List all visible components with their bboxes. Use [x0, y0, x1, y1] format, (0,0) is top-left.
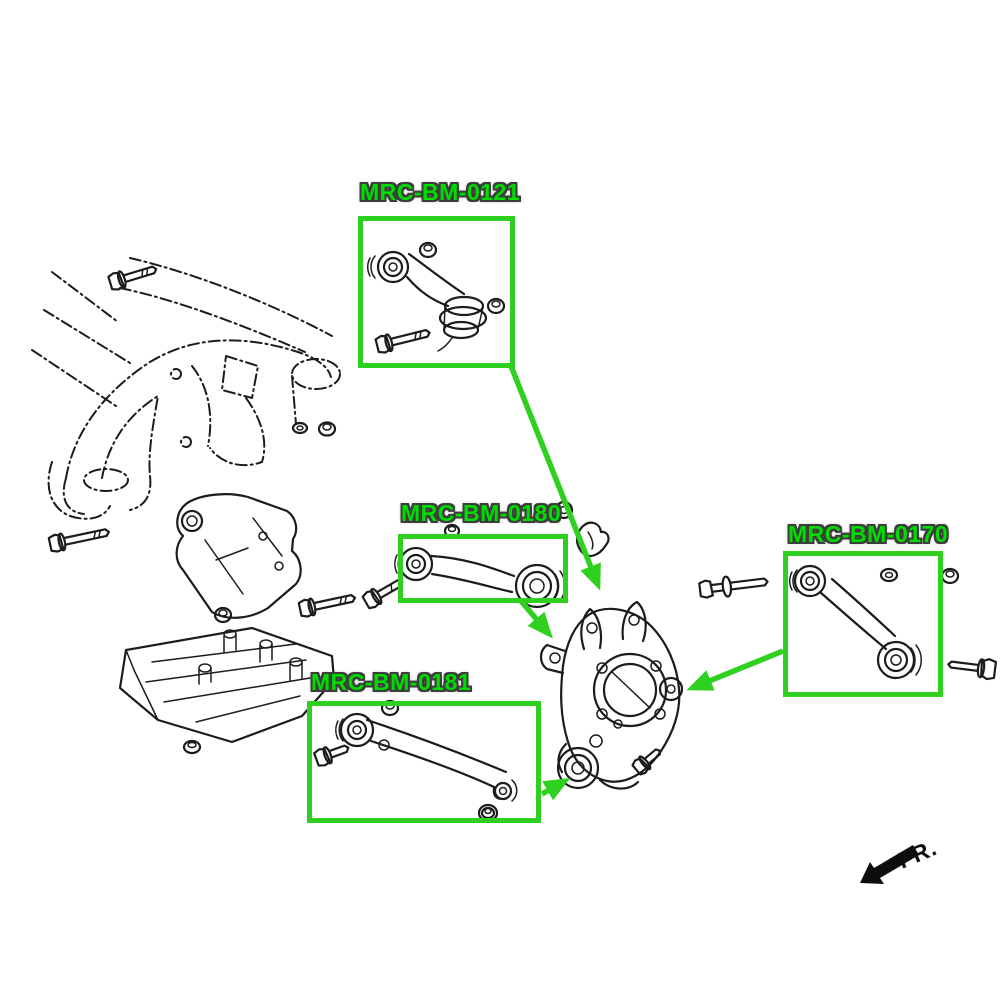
- arrow-0180-to-knuckle: [518, 599, 553, 639]
- knuckle-upper-bolt: [698, 575, 769, 599]
- under-cover-drawing: [118, 626, 336, 744]
- highlight-box-0180: [398, 534, 568, 603]
- part-label-0180: MRC-BM-0180: [401, 500, 562, 526]
- rear-arm-bolt: [947, 658, 998, 681]
- arrow-0121-to-knuckle: [508, 364, 601, 591]
- bracket-left-bolt: [47, 528, 110, 553]
- upper-control-arm-drawing: [366, 241, 506, 354]
- subframe-nut: [317, 421, 337, 437]
- part-label-0181: MRC-BM-0181: [311, 669, 472, 695]
- callout-arrows: [508, 364, 785, 801]
- rear-arm-nut: [940, 567, 960, 585]
- bracket-nut: [213, 606, 233, 624]
- fr-direction-arrow: FR.: [860, 834, 941, 884]
- subframe-mount-bolt: [107, 265, 158, 291]
- highlight-box-0121: [358, 216, 515, 368]
- under-cover-nut: [182, 739, 202, 755]
- bracket-right-bolt: [297, 594, 357, 618]
- arrow-0181-to-knuckle: [540, 778, 571, 801]
- rear-lateral-arm-drawing: [788, 564, 923, 680]
- highlight-box-0181: [307, 701, 541, 823]
- part-label-0170: MRC-BM-0170: [788, 521, 949, 547]
- rear-knuckle-drawing: [539, 600, 684, 790]
- knuckle-small-bolt: [631, 748, 662, 776]
- fr-label: FR.: [894, 834, 941, 874]
- part-label-0121: MRC-BM-0121: [360, 179, 521, 205]
- subframe-washer: [291, 421, 309, 435]
- trailing-arm-drawing: [313, 699, 518, 823]
- front-lateral-arm-drawing: [361, 523, 566, 610]
- arrow-0170-to-knuckle: [686, 648, 785, 691]
- highlight-box-0170: [783, 551, 943, 697]
- support-bracket-drawing: [175, 493, 302, 619]
- rear-subframe-drawing: [31, 257, 341, 520]
